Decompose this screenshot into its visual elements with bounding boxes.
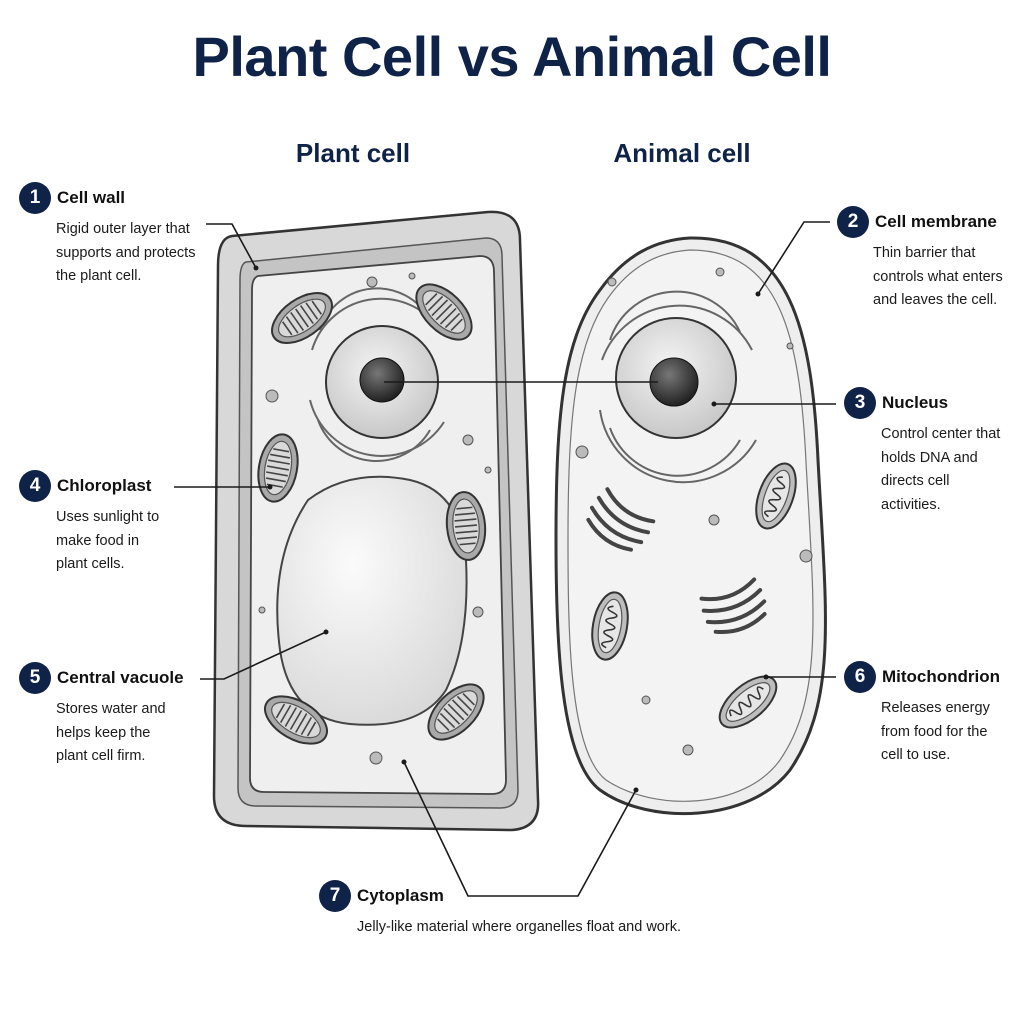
callout-description: Rigid outer layer that supports and prot… (56, 218, 219, 289)
callout-label: Cell membrane (875, 212, 997, 232)
callout-description: Thin barrier that controls what enters a… (873, 242, 1017, 313)
callout-cell-wall: 1 Cell wall Rigid outer layer that suppo… (19, 182, 219, 289)
plant-nucleolus (360, 358, 404, 402)
callout-label: Nucleus (882, 393, 948, 413)
callout-number-badge: 4 (19, 470, 51, 502)
callout-description: Jelly-like material where organelles flo… (357, 916, 739, 940)
callout-central-vacuole: 5 Central vacuole Stores water and helps… (19, 662, 209, 769)
callout-label: Cell wall (57, 188, 125, 208)
callout-nucleus: 3 Nucleus Control center that holds DNA … (844, 387, 1020, 517)
callout-description: Releases energy from food for the cell t… (881, 697, 1020, 768)
callout-mitochondrion: 6 Mitochondrion Releases energy from foo… (844, 661, 1020, 768)
plant-central-vacuole (277, 477, 466, 725)
callout-label: Cytoplasm (357, 886, 444, 906)
callout-number-badge: 5 (19, 662, 51, 694)
callout-label: Chloroplast (57, 476, 151, 496)
callout-number-badge: 1 (19, 182, 51, 214)
callout-number-badge: 2 (837, 206, 869, 238)
callout-label: Central vacuole (57, 668, 184, 688)
callout-cell-membrane: 2 Cell membrane Thin barrier that contro… (837, 206, 1017, 313)
callout-cytoplasm: 7 Cytoplasm Jelly-like material where or… (319, 880, 739, 940)
callout-number-badge: 3 (844, 387, 876, 419)
callout-description: Uses sunlight to make food in plant cell… (56, 506, 199, 577)
plant-cell-illustration (214, 212, 538, 830)
animal-cell-illustration (556, 238, 825, 814)
callout-label: Mitochondrion (882, 667, 1000, 687)
callout-chloroplast: 4 Chloroplast Uses sunlight to make food… (19, 470, 199, 577)
callout-description: Stores water and helps keep the plant ce… (56, 698, 209, 769)
callout-description: Control center that holds DNA and direct… (881, 423, 1020, 517)
callout-number-badge: 6 (844, 661, 876, 693)
callout-number-badge: 7 (319, 880, 351, 912)
